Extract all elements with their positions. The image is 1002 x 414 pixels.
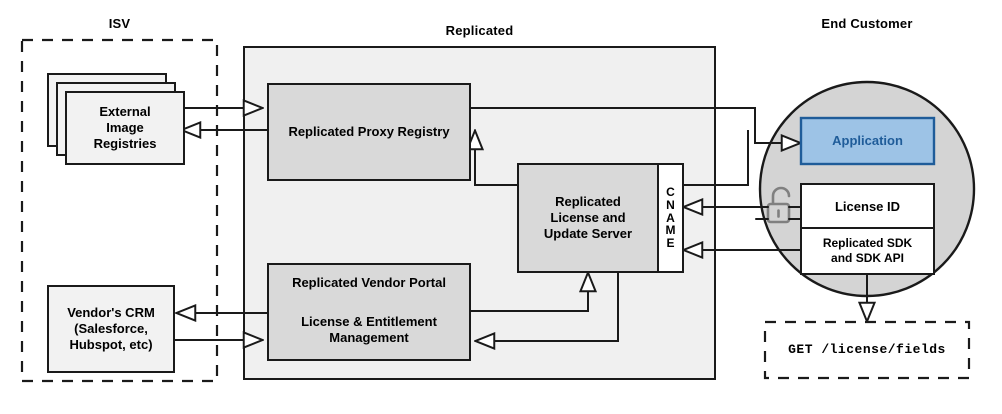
isv-group-title: ISV (108, 16, 131, 31)
proxy-registry-node[interactable] (267, 83, 471, 181)
cname-node[interactable] (657, 163, 684, 273)
edge-proxy-to-application (470, 107, 801, 143)
replicated-sdk-node[interactable] (800, 227, 935, 275)
api-request-box (763, 320, 971, 380)
replicated-group-title: Replicated (445, 23, 514, 38)
edge-license-server-to-vendor-portal (475, 272, 619, 341)
edge-vendor-portal-to-license-server (470, 272, 588, 312)
isv-group-boundary (20, 38, 219, 383)
vendors-crm-node[interactable] (47, 285, 175, 373)
license-update-server-node[interactable] (517, 163, 659, 273)
application-node[interactable] (799, 116, 936, 166)
license-id-node[interactable] (800, 183, 935, 231)
vendor-portal-node[interactable] (267, 263, 471, 361)
external-image-registries-node[interactable] (47, 73, 185, 165)
end-customer-group-title: End Customer (821, 16, 913, 31)
unlock-icon (755, 186, 802, 224)
